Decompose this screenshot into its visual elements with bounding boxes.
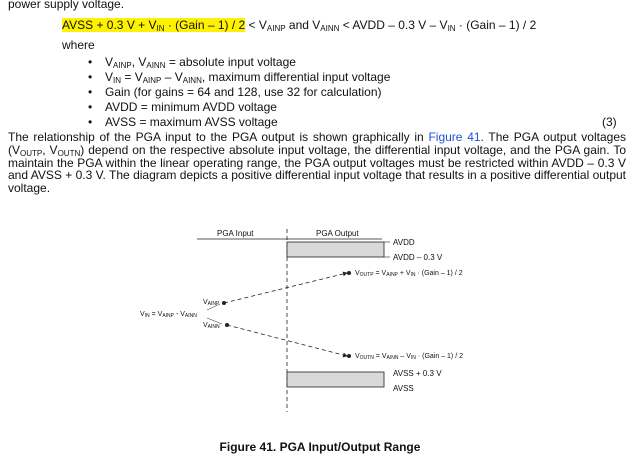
vainn-dot	[225, 323, 229, 327]
equation-number: (3)	[602, 115, 617, 129]
top-text: power supply voltage.	[8, 0, 125, 11]
arrow-up	[223, 271, 348, 304]
pga-output-label: PGA Output	[316, 229, 359, 238]
where-label: where	[62, 38, 95, 52]
bullet-item: •	[88, 55, 93, 69]
avss-label: AVSS	[393, 384, 414, 393]
body-paragraph: The relationship of the PGA input to the…	[8, 130, 626, 196]
bullet-text: AVSS = maximum AVSS voltage	[105, 115, 278, 129]
voutn-dot	[347, 354, 351, 358]
equation: AVSS + 0.3 V + VIN · (Gain – 1) / 2 < VA…	[62, 18, 537, 33]
bullet-text: Gain (for gains = 64 and 128, use 32 for…	[105, 85, 382, 99]
avdd-bar	[286, 241, 385, 258]
equation-highlight: AVSS + 0.3 V + VIN · (Gain – 1) / 2	[62, 18, 246, 33]
bullet-text: VAINP, VAINN = absolute input voltage	[105, 55, 296, 70]
voutp-dot	[347, 271, 351, 275]
vin-label: VIN = VAINP - VAINN	[140, 311, 197, 319]
figure-caption: Figure 41. PGA Input/Output Range	[219, 440, 421, 454]
avdd-minus-label: AVDD – 0.3 V	[393, 253, 443, 262]
figure-link[interactable]: Figure 41	[428, 130, 481, 144]
vin-connector-top	[206, 303, 221, 311]
pga-input-label: PGA Input	[217, 229, 254, 238]
avss-plus-label: AVSS + 0.3 V	[393, 369, 442, 378]
vainp-label: VAINP	[203, 299, 220, 307]
bullet-text: VIN = VAINP – VAINN, maximum differentia…	[105, 70, 391, 85]
avss-bar	[286, 371, 385, 388]
vainn-label: VAINN	[203, 322, 220, 330]
avdd-label: AVDD	[393, 238, 415, 247]
vin-connector-bottom	[206, 317, 223, 325]
bullet-item: •	[88, 70, 93, 84]
voutp-label: VOUTP = VAINP + VIN · (Gain – 1) / 2	[355, 270, 463, 278]
voutn-label: VOUTN = VAINN – VIN · (Gain – 1) / 2	[355, 353, 463, 361]
bullet-item: •	[88, 100, 93, 114]
bullet-item: •	[88, 85, 93, 99]
bullet-item: •	[88, 115, 93, 129]
bullet-text: AVDD = minimum AVDD voltage	[105, 100, 277, 114]
vainp-dot	[222, 301, 226, 305]
